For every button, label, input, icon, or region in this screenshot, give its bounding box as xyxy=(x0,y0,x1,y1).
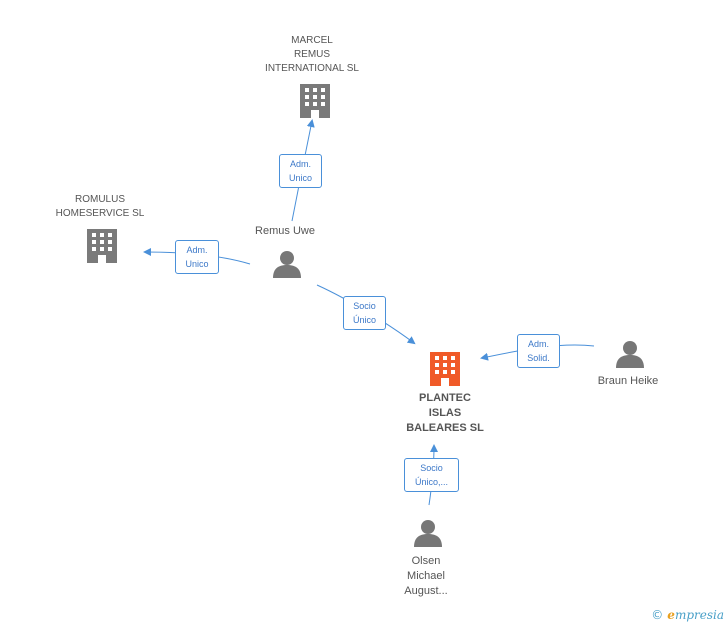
person-icon[interactable] xyxy=(273,251,301,278)
node-label-braun[interactable]: Braun Heike xyxy=(597,375,659,387)
edge-label-remus-plantec: Socio Único xyxy=(343,296,386,330)
node-label-romulus[interactable]: ROMULUS HOMESERVICE SL xyxy=(55,194,145,219)
brand-name: mpresia xyxy=(674,608,724,622)
edge-label-braun-plantec: Adm. Solid. xyxy=(517,334,560,368)
brand-e: e xyxy=(667,608,675,622)
empresia-logo: ©empresia xyxy=(651,608,724,622)
edge-label-olsen-plantec: Socio Único,... xyxy=(404,458,459,492)
person-icon[interactable] xyxy=(414,520,442,547)
person-icon[interactable] xyxy=(616,341,644,368)
copyright-icon: © xyxy=(651,608,664,622)
building-icon[interactable] xyxy=(300,84,330,118)
node-label-remus[interactable]: Remus Uwe xyxy=(255,225,315,237)
node-label-marcel[interactable]: MARCEL REMUS INTERNATIONAL SL xyxy=(265,35,359,74)
node-label-olsen[interactable]: Olsen Michael August... xyxy=(404,555,448,597)
building-icon[interactable] xyxy=(430,352,460,386)
building-icon[interactable] xyxy=(87,229,117,263)
edge-label-remus-romulus: Adm. Unico xyxy=(175,240,219,274)
node-label-plantec[interactable]: PLANTEC ISLAS BALEARES SL xyxy=(406,392,484,434)
edge-label-remus-marcel: Adm. Unico xyxy=(279,154,322,188)
